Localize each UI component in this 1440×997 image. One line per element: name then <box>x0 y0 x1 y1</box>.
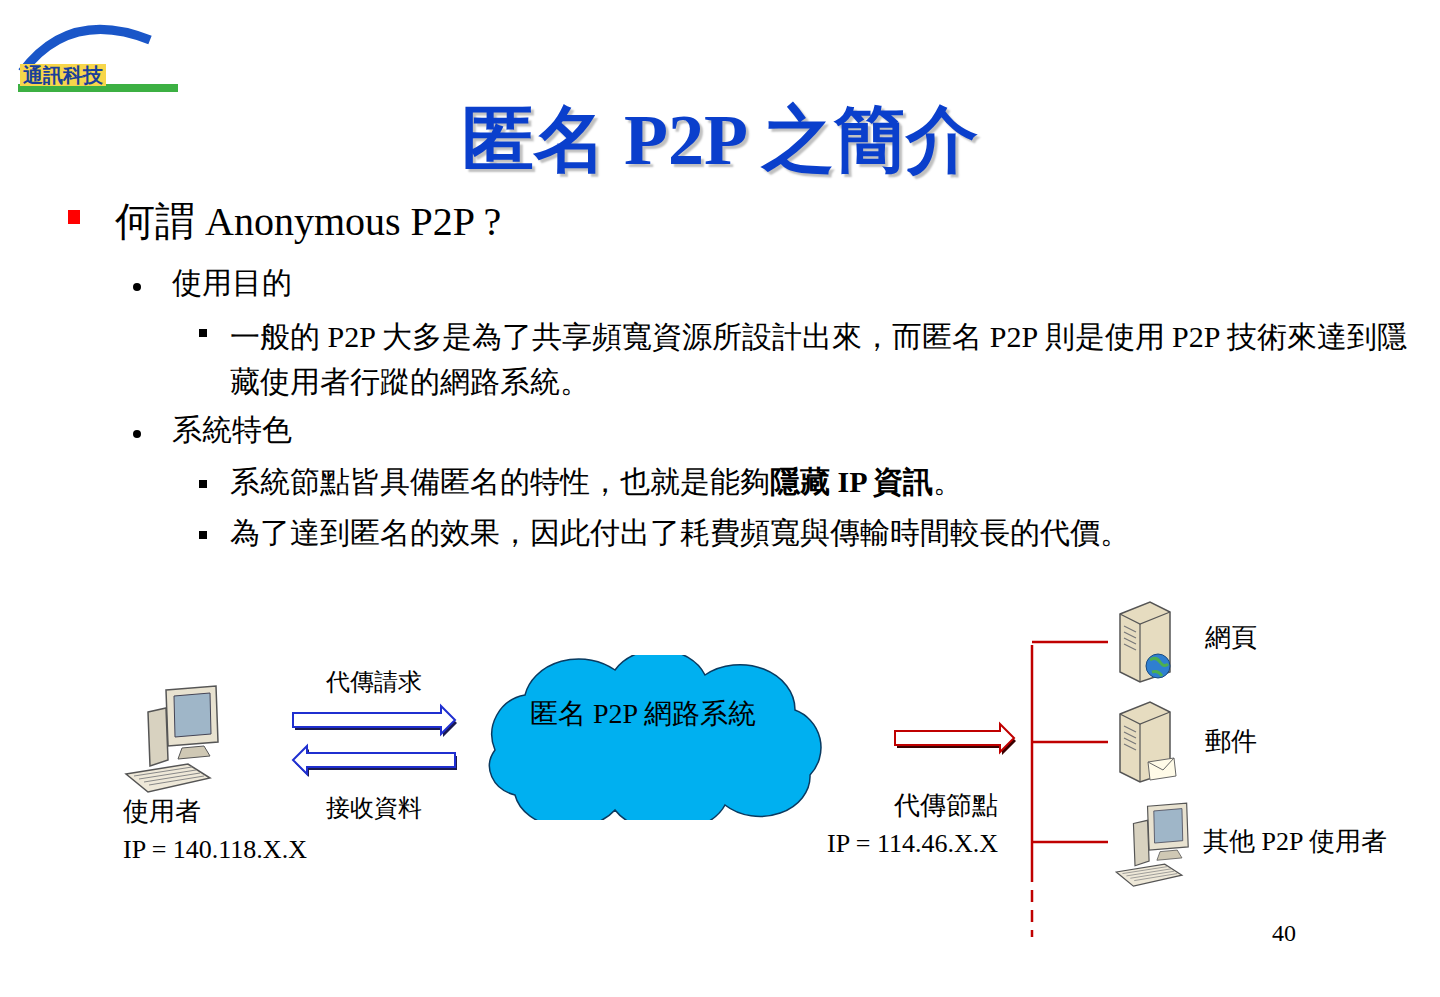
bullet-square <box>68 210 80 224</box>
text-line: 系統特色 <box>172 410 292 449</box>
user-computer: 使用者IP = 140.118.X.X <box>118 682 293 882</box>
page-number: 40 <box>1272 920 1296 946</box>
connector-line <box>1032 841 1108 844</box>
edge-label: 代傳請求 <box>324 666 424 698</box>
connector <box>1032 742 1108 743</box>
relay-node: 代傳節點 IP = 114.46.X.X <box>820 640 1032 937</box>
web-server: 網頁 <box>1108 600 1408 684</box>
slide-title: 匿名 P2P 之簡介 <box>0 92 1440 188</box>
bullet-subheading: 系統特色 <box>172 413 292 446</box>
bus-line-dashed <box>1031 870 1034 937</box>
computer-icon <box>118 682 228 797</box>
connector <box>1032 642 1108 643</box>
connector-line <box>1032 741 1108 744</box>
connector <box>895 724 1016 755</box>
text-line: 何謂 Anonymous P2P ? <box>115 196 501 248</box>
bullet-small-square <box>199 329 207 337</box>
bus-line <box>1031 645 1034 870</box>
bullet-text: 為了達到匿名的效果，因此付出了耗費頻寬與傳輸時間較長的代價。 <box>230 516 1130 549</box>
node-label: 網頁 <box>1205 622 1257 653</box>
text-line: 40 <box>1272 918 1296 949</box>
emphasis-text: 隱藏 IP 資訊 <box>770 465 933 498</box>
connector <box>293 706 457 737</box>
text-line: 使用目的 <box>172 263 292 302</box>
block-arrow <box>293 706 455 734</box>
node-label: 郵件 <box>1205 726 1257 757</box>
connector <box>1032 842 1108 843</box>
text-line: 一般的 P2P 大多是為了共享頻寬資源所設計出來，而匿名 P2P 則是使用 P2… <box>230 314 1415 404</box>
text-line: 通訊科技 <box>20 62 106 88</box>
node-label: 代傳節點 <box>894 790 998 821</box>
connector <box>293 746 457 777</box>
block-arrow <box>895 724 1014 752</box>
text-line: 為了達到匿名的效果，因此付出了耗費頻寬與傳輸時間較長的代價。 <box>230 513 1130 552</box>
p2p-user-computer: 其他 P2P 使用者 <box>1108 800 1408 884</box>
connector-line <box>1032 641 1108 644</box>
bullet-text: 一般的 P2P 大多是為了共享頻寬資源所設計出來，而匿名 P2P 則是使用 P2… <box>230 320 1407 398</box>
node-label: IP = 140.118.X.X <box>123 834 307 865</box>
server-icon <box>1108 600 1188 684</box>
bullet-small-square <box>199 480 207 488</box>
bullet-small-square <box>199 531 207 539</box>
node-label: IP = 114.46.X.X <box>827 828 998 859</box>
bullet-text: 。 <box>933 465 963 498</box>
server-icon <box>1108 700 1188 784</box>
cloud-shape <box>455 655 835 820</box>
text-line: 系統節點皆具備匿名的特性，也就是能夠隱藏 IP 資訊。 <box>230 462 963 501</box>
anonymous-network-cloud: 匿名 P2P 網路系統 <box>455 655 835 820</box>
bullet-heading: 何謂 Anonymous P2P ? <box>115 199 501 244</box>
block-arrow <box>293 746 455 774</box>
node-label: 匿名 P2P 網路系統 <box>530 697 775 731</box>
computer-icon <box>1108 800 1198 890</box>
bullet-subheading: 使用目的 <box>172 266 292 299</box>
mail-server: 郵件 <box>1108 700 1408 784</box>
node-label: 其他 P2P 使用者 <box>1203 826 1387 857</box>
bullet-text: 系統節點皆具備匿名的特性，也就是能夠 <box>230 465 770 498</box>
edge-label: 接收資料 <box>324 792 424 824</box>
node-label: 使用者 <box>123 796 201 827</box>
logo-text: 通訊科技 <box>20 64 106 86</box>
bullet-dot <box>133 283 141 291</box>
bullet-dot <box>133 430 141 438</box>
